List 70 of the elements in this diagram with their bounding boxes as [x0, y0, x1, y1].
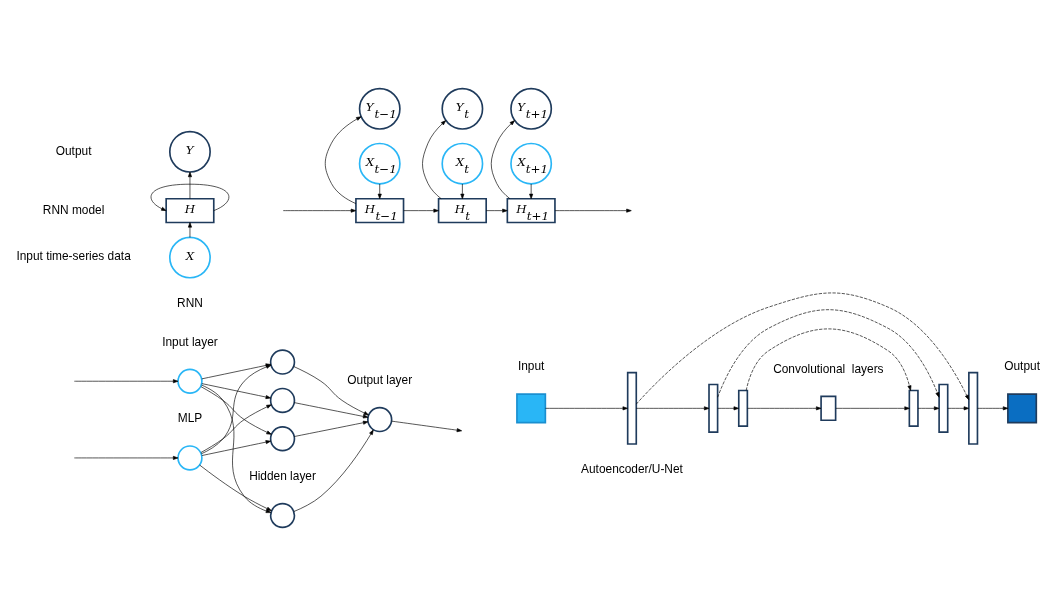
node-circle	[269, 426, 296, 452]
arrow	[490, 120, 515, 200]
arrow	[403, 208, 439, 213]
arrow	[200, 386, 272, 435]
arrow	[460, 183, 465, 200]
arrow	[201, 384, 272, 513]
arrow	[422, 120, 447, 200]
arrow	[554, 208, 632, 213]
node-box: H	[165, 197, 215, 224]
node-circle: X	[168, 236, 211, 279]
arrow	[977, 406, 1009, 411]
label: Input time-series data	[16, 249, 131, 264]
label: Convolutional layers	[773, 361, 884, 376]
arrow	[282, 208, 357, 213]
arrow	[74, 456, 179, 460]
node-circle	[269, 349, 296, 375]
arrow	[485, 208, 508, 213]
arrow	[747, 406, 822, 411]
label: RNN	[177, 296, 203, 311]
node-bar	[968, 371, 979, 445]
arrow	[293, 366, 369, 416]
node-circle	[367, 406, 393, 433]
arrow	[200, 364, 272, 455]
node-circle: Y	[168, 130, 211, 173]
label: Hidden layer	[249, 469, 316, 484]
arrow	[835, 406, 910, 411]
arrow	[635, 292, 970, 405]
label: Input	[517, 359, 545, 374]
node-bar	[626, 371, 638, 445]
arrow	[294, 420, 369, 437]
arrow	[74, 379, 179, 384]
node-circle	[269, 502, 296, 529]
arrow	[294, 402, 369, 419]
label: Autoencoder/U-Net	[581, 462, 683, 477]
arrow	[545, 406, 628, 411]
label: Output	[55, 143, 92, 158]
arrow	[201, 363, 271, 380]
node-bar	[708, 383, 719, 433]
node-bar	[737, 389, 749, 427]
label: Input layer	[162, 334, 218, 349]
arrow	[188, 171, 192, 199]
arrow	[324, 116, 362, 204]
arrow	[917, 406, 940, 411]
arrow	[717, 406, 739, 411]
node-bar	[938, 383, 949, 433]
arrow	[188, 222, 192, 238]
arrow	[201, 383, 271, 399]
arrow	[745, 328, 912, 391]
label: Output layer	[347, 373, 413, 388]
label: Output	[1004, 359, 1040, 374]
node-circle	[177, 445, 203, 471]
node-circle	[269, 387, 296, 414]
arrow	[391, 420, 462, 433]
arrow	[200, 404, 272, 453]
arrow	[947, 406, 970, 411]
node-box	[516, 393, 547, 424]
node-box	[1007, 393, 1038, 424]
arrow	[717, 309, 940, 398]
arrow	[199, 464, 272, 511]
arrow	[529, 183, 534, 200]
label: RNN model	[42, 202, 105, 217]
arrow	[150, 183, 230, 211]
node-box	[820, 395, 837, 422]
label: MLP	[177, 411, 203, 426]
node-circle	[177, 368, 203, 394]
arrow	[377, 183, 382, 200]
node-bar	[908, 389, 919, 427]
arrow	[201, 440, 271, 456]
arrow	[635, 406, 710, 411]
arrow	[293, 429, 374, 512]
